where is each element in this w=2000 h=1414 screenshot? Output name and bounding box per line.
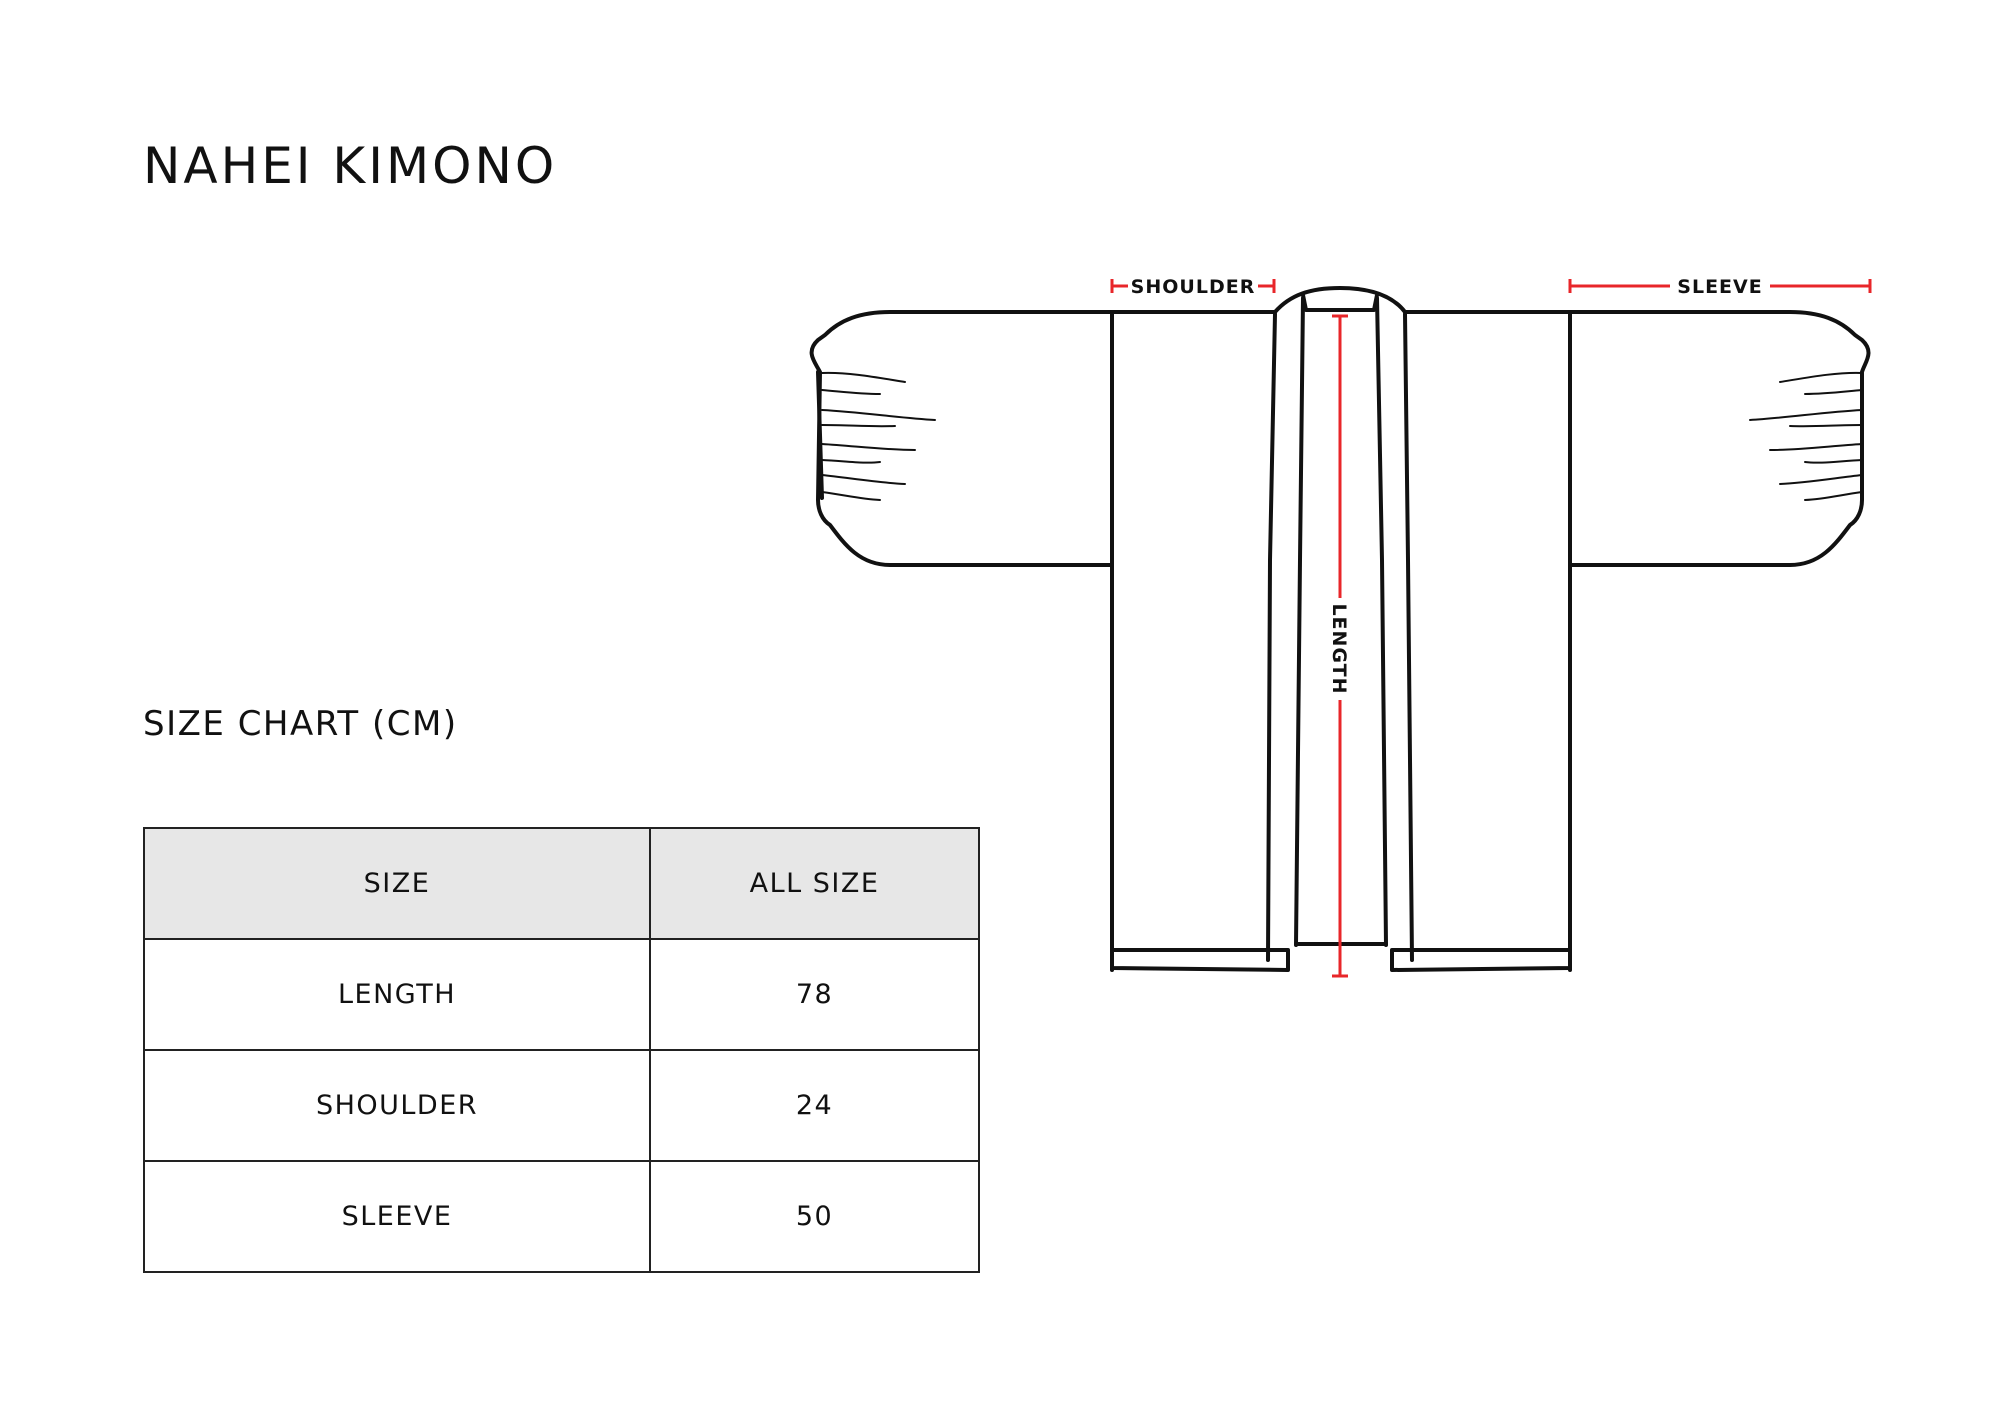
left-sleeve (809, 310, 1112, 567)
collar-back (1273, 286, 1407, 314)
kimono-outline (809, 286, 1871, 972)
row-label-sleeve: SLEEVE (143, 1160, 651, 1273)
left-band-inner (1294, 296, 1305, 947)
header-all-size: ALL SIZE (649, 827, 980, 940)
shoulder-label: SHOULDER (1131, 276, 1256, 298)
header-size: SIZE (143, 827, 651, 940)
sleeve-label: SLEEVE (1677, 276, 1762, 298)
left-sleeve-edge (816, 370, 824, 500)
table-row: SHOULDER 24 (143, 1049, 980, 1162)
row-label-shoulder: SHOULDER (143, 1049, 651, 1162)
size-chart-title: SIZE CHART (CM) (143, 704, 458, 744)
row-value-sleeve: 50 (649, 1160, 980, 1273)
row-label-length: LENGTH (143, 938, 651, 1051)
right-sleeve (1568, 310, 1871, 567)
right-band-outer (1403, 312, 1414, 962)
left-sleeve-gathers (821, 371, 936, 501)
collar-inner (1301, 293, 1379, 312)
row-value-length: 78 (649, 938, 980, 1051)
size-chart-table: SIZE ALL SIZE LENGTH 78 SHOULDER 24 SLEE… (143, 827, 980, 1273)
left-band-outer (1266, 312, 1277, 962)
right-sleeve-gathers (1749, 371, 1863, 501)
page-title: NAHEI KIMONO (143, 137, 558, 195)
left-hem (1110, 948, 1290, 972)
right-band-inner (1375, 296, 1388, 947)
table-row: SLEEVE 50 (143, 1160, 980, 1273)
table-header-row: SIZE ALL SIZE (143, 827, 980, 940)
row-value-shoulder: 24 (649, 1049, 980, 1162)
length-label: LENGTH (1328, 603, 1350, 694)
table-row: LENGTH 78 (143, 938, 980, 1051)
right-hem (1390, 948, 1572, 972)
measure-lines (1110, 279, 1872, 978)
